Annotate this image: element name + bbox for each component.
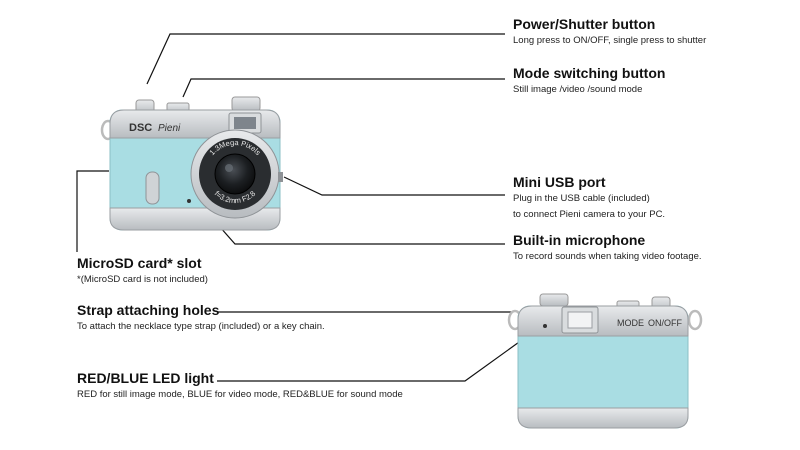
brand-label: DSC xyxy=(129,122,152,134)
callout-mode-title: Mode switching button xyxy=(513,65,666,81)
top-plate-bump-back xyxy=(539,293,569,307)
callout-led-title: RED/BLUE LED light xyxy=(77,370,214,386)
mic-hole xyxy=(187,199,191,203)
top-plate-back xyxy=(517,305,689,337)
model-label: Pieni xyxy=(158,123,181,134)
callout-power-desc: Long press to ON/OFF, single press to sh… xyxy=(513,35,707,46)
callout-usb-desc-2: to connect Pieni camera to your PC. xyxy=(513,209,666,220)
callout-strap-desc: To attach the necklace type strap (inclu… xyxy=(77,321,325,332)
strap-loop-back-right xyxy=(687,309,703,331)
leader-power xyxy=(146,33,505,85)
callout-sd: MicroSD card* slot *(MicroSD card is not… xyxy=(77,255,208,288)
callout-led: RED/BLUE LED light RED for still image m… xyxy=(77,370,403,403)
callout-mode-desc: Still image /video /sound mode xyxy=(513,84,643,95)
callout-usb-desc-1: Plug in the USB cable (included) xyxy=(513,193,650,204)
callout-usb: Mini USB port Plug in the USB cable (inc… xyxy=(513,174,665,223)
callout-mic-title: Built-in microphone xyxy=(513,232,646,248)
bottom-plate-back xyxy=(517,407,689,429)
callout-mode: Mode switching button Still image /video… xyxy=(513,65,665,98)
leader-sd xyxy=(76,170,109,252)
callout-led-desc: RED for still image mode, BLUE for video… xyxy=(77,389,403,400)
callout-strap-title: Strap attaching holes xyxy=(77,302,220,318)
leader-mode xyxy=(182,78,505,98)
callout-power: Power/Shutter button Long press to ON/OF… xyxy=(513,16,706,49)
callout-strap: Strap attaching holes To attach the neck… xyxy=(77,302,325,335)
callout-mic: Built-in microphone To record sounds whe… xyxy=(513,232,702,265)
mode-label-back: MODE xyxy=(617,318,644,328)
lens-text-bottom: f=3.2mm F2.8 xyxy=(213,189,258,205)
callout-sd-desc: *(MicroSD card is not included) xyxy=(77,274,208,285)
leader-led xyxy=(217,326,541,382)
svg-text:f=3.2mm F2.8: f=3.2mm F2.8 xyxy=(213,189,258,205)
leader-usb xyxy=(283,176,505,196)
callout-sd-title: MicroSD card* slot xyxy=(77,255,202,271)
callout-power-title: Power/Shutter button xyxy=(513,16,656,32)
callout-usb-title: Mini USB port xyxy=(513,174,606,190)
callout-mic-desc: To record sounds when taking video foota… xyxy=(513,251,702,262)
led-light xyxy=(543,324,547,328)
lens-glass xyxy=(214,153,256,195)
onoff-label-back: ON/OFF xyxy=(648,318,682,328)
usb-port xyxy=(278,172,283,182)
sd-slot xyxy=(145,171,160,205)
